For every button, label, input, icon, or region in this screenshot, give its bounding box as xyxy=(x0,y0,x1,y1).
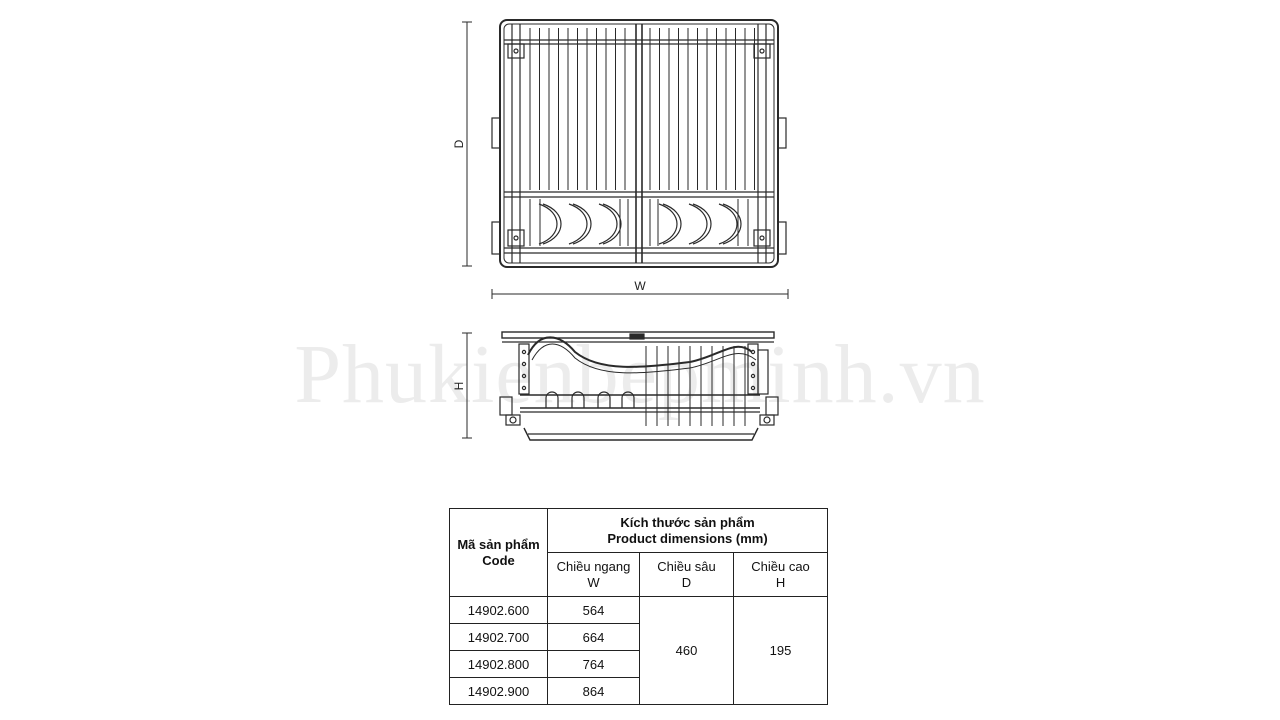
depth-cell: 460 xyxy=(639,596,734,705)
code-cell: 14902.900 xyxy=(449,677,548,705)
code-cell: 14902.700 xyxy=(449,623,548,651)
spec-table: Mã sản phẩm Code Kích thước sản phẩm Pro… xyxy=(449,508,829,705)
dims-header: Kích thước sản phẩm Product dimensions (… xyxy=(546,508,829,553)
height-cell: 195 xyxy=(732,596,829,705)
table-row: 14902.700 664 xyxy=(449,623,828,651)
width-cell: 664 xyxy=(547,623,640,651)
width-label: W xyxy=(634,279,646,293)
table-row: 14902.900 864 xyxy=(449,677,828,705)
code-cell: 14902.800 xyxy=(449,650,548,678)
width-cell: 864 xyxy=(547,677,640,705)
top-view xyxy=(462,19,789,299)
width-cell: 764 xyxy=(547,650,640,678)
height-label: H xyxy=(452,382,466,391)
depth-label: D xyxy=(452,139,466,148)
table-row: 14902.600 564 460 195 xyxy=(449,596,829,705)
side-view xyxy=(462,331,779,441)
width-cell: 564 xyxy=(547,596,640,624)
watermark: Phukienbepminh.vn xyxy=(294,328,985,421)
code-cell: 14902.600 xyxy=(449,596,548,624)
code-header: Mã sản phẩm Code xyxy=(449,508,548,597)
